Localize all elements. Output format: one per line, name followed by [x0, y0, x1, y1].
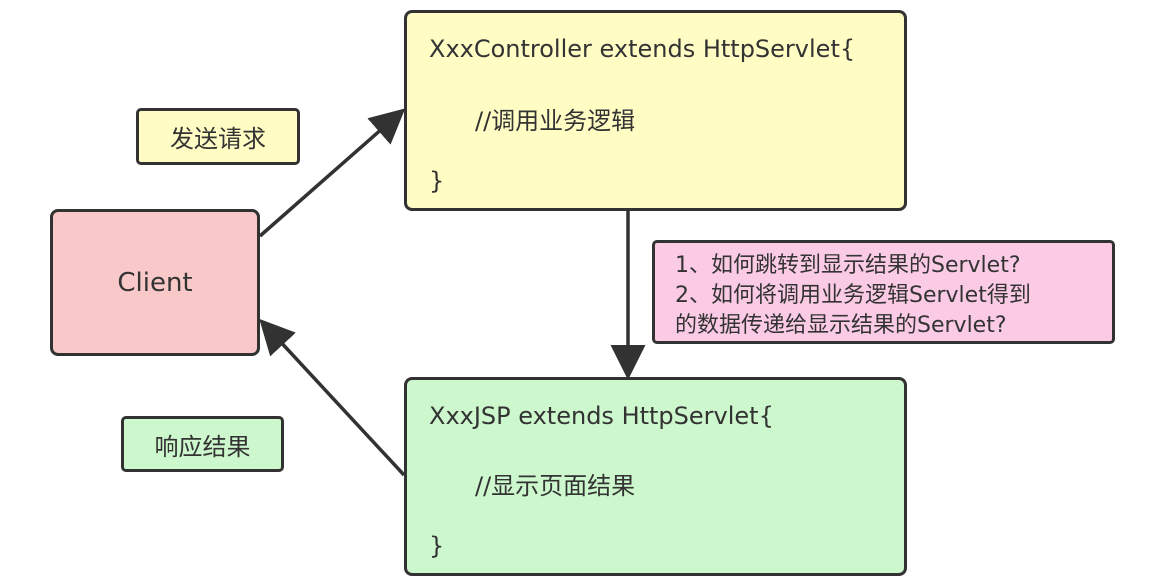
controller-closing-brace: }: [429, 167, 445, 195]
send-request-label: 发送请求: [136, 108, 300, 165]
controller-comment: //调用业务逻辑: [475, 107, 636, 135]
note-line-2: 2、如何将调用业务逻辑Servlet得到: [675, 283, 1031, 308]
response-result-label: 响应结果: [121, 416, 284, 472]
controller-box: XxxController extends HttpServlet{ //调用业…: [404, 10, 907, 211]
jsp-box: XxxJSP extends HttpServlet{ //显示页面结果 }: [404, 377, 907, 576]
note-line-1: 1、如何跳转到显示结果的Servlet?: [675, 253, 1021, 278]
jsp-comment: //显示页面结果: [475, 472, 636, 500]
arrow-client-to-controller: [258, 108, 406, 238]
question-note: 1、如何跳转到显示结果的Servlet? 2、如何将调用业务逻辑Servlet得…: [652, 240, 1115, 344]
arrow-jsp-to-client: [259, 318, 406, 477]
jsp-closing-brace: }: [429, 532, 445, 560]
note-line-3: 的数据传递给显示结果的Servlet?: [675, 313, 1007, 338]
client-label: Client: [117, 267, 193, 298]
controller-class-declaration: XxxController extends HttpServlet{: [429, 35, 856, 63]
client-box: Client: [50, 209, 260, 356]
send-request-text: 发送请求: [170, 125, 266, 153]
jsp-class-declaration: XxxJSP extends HttpServlet{: [429, 402, 774, 430]
response-result-text: 响应结果: [154, 432, 251, 461]
